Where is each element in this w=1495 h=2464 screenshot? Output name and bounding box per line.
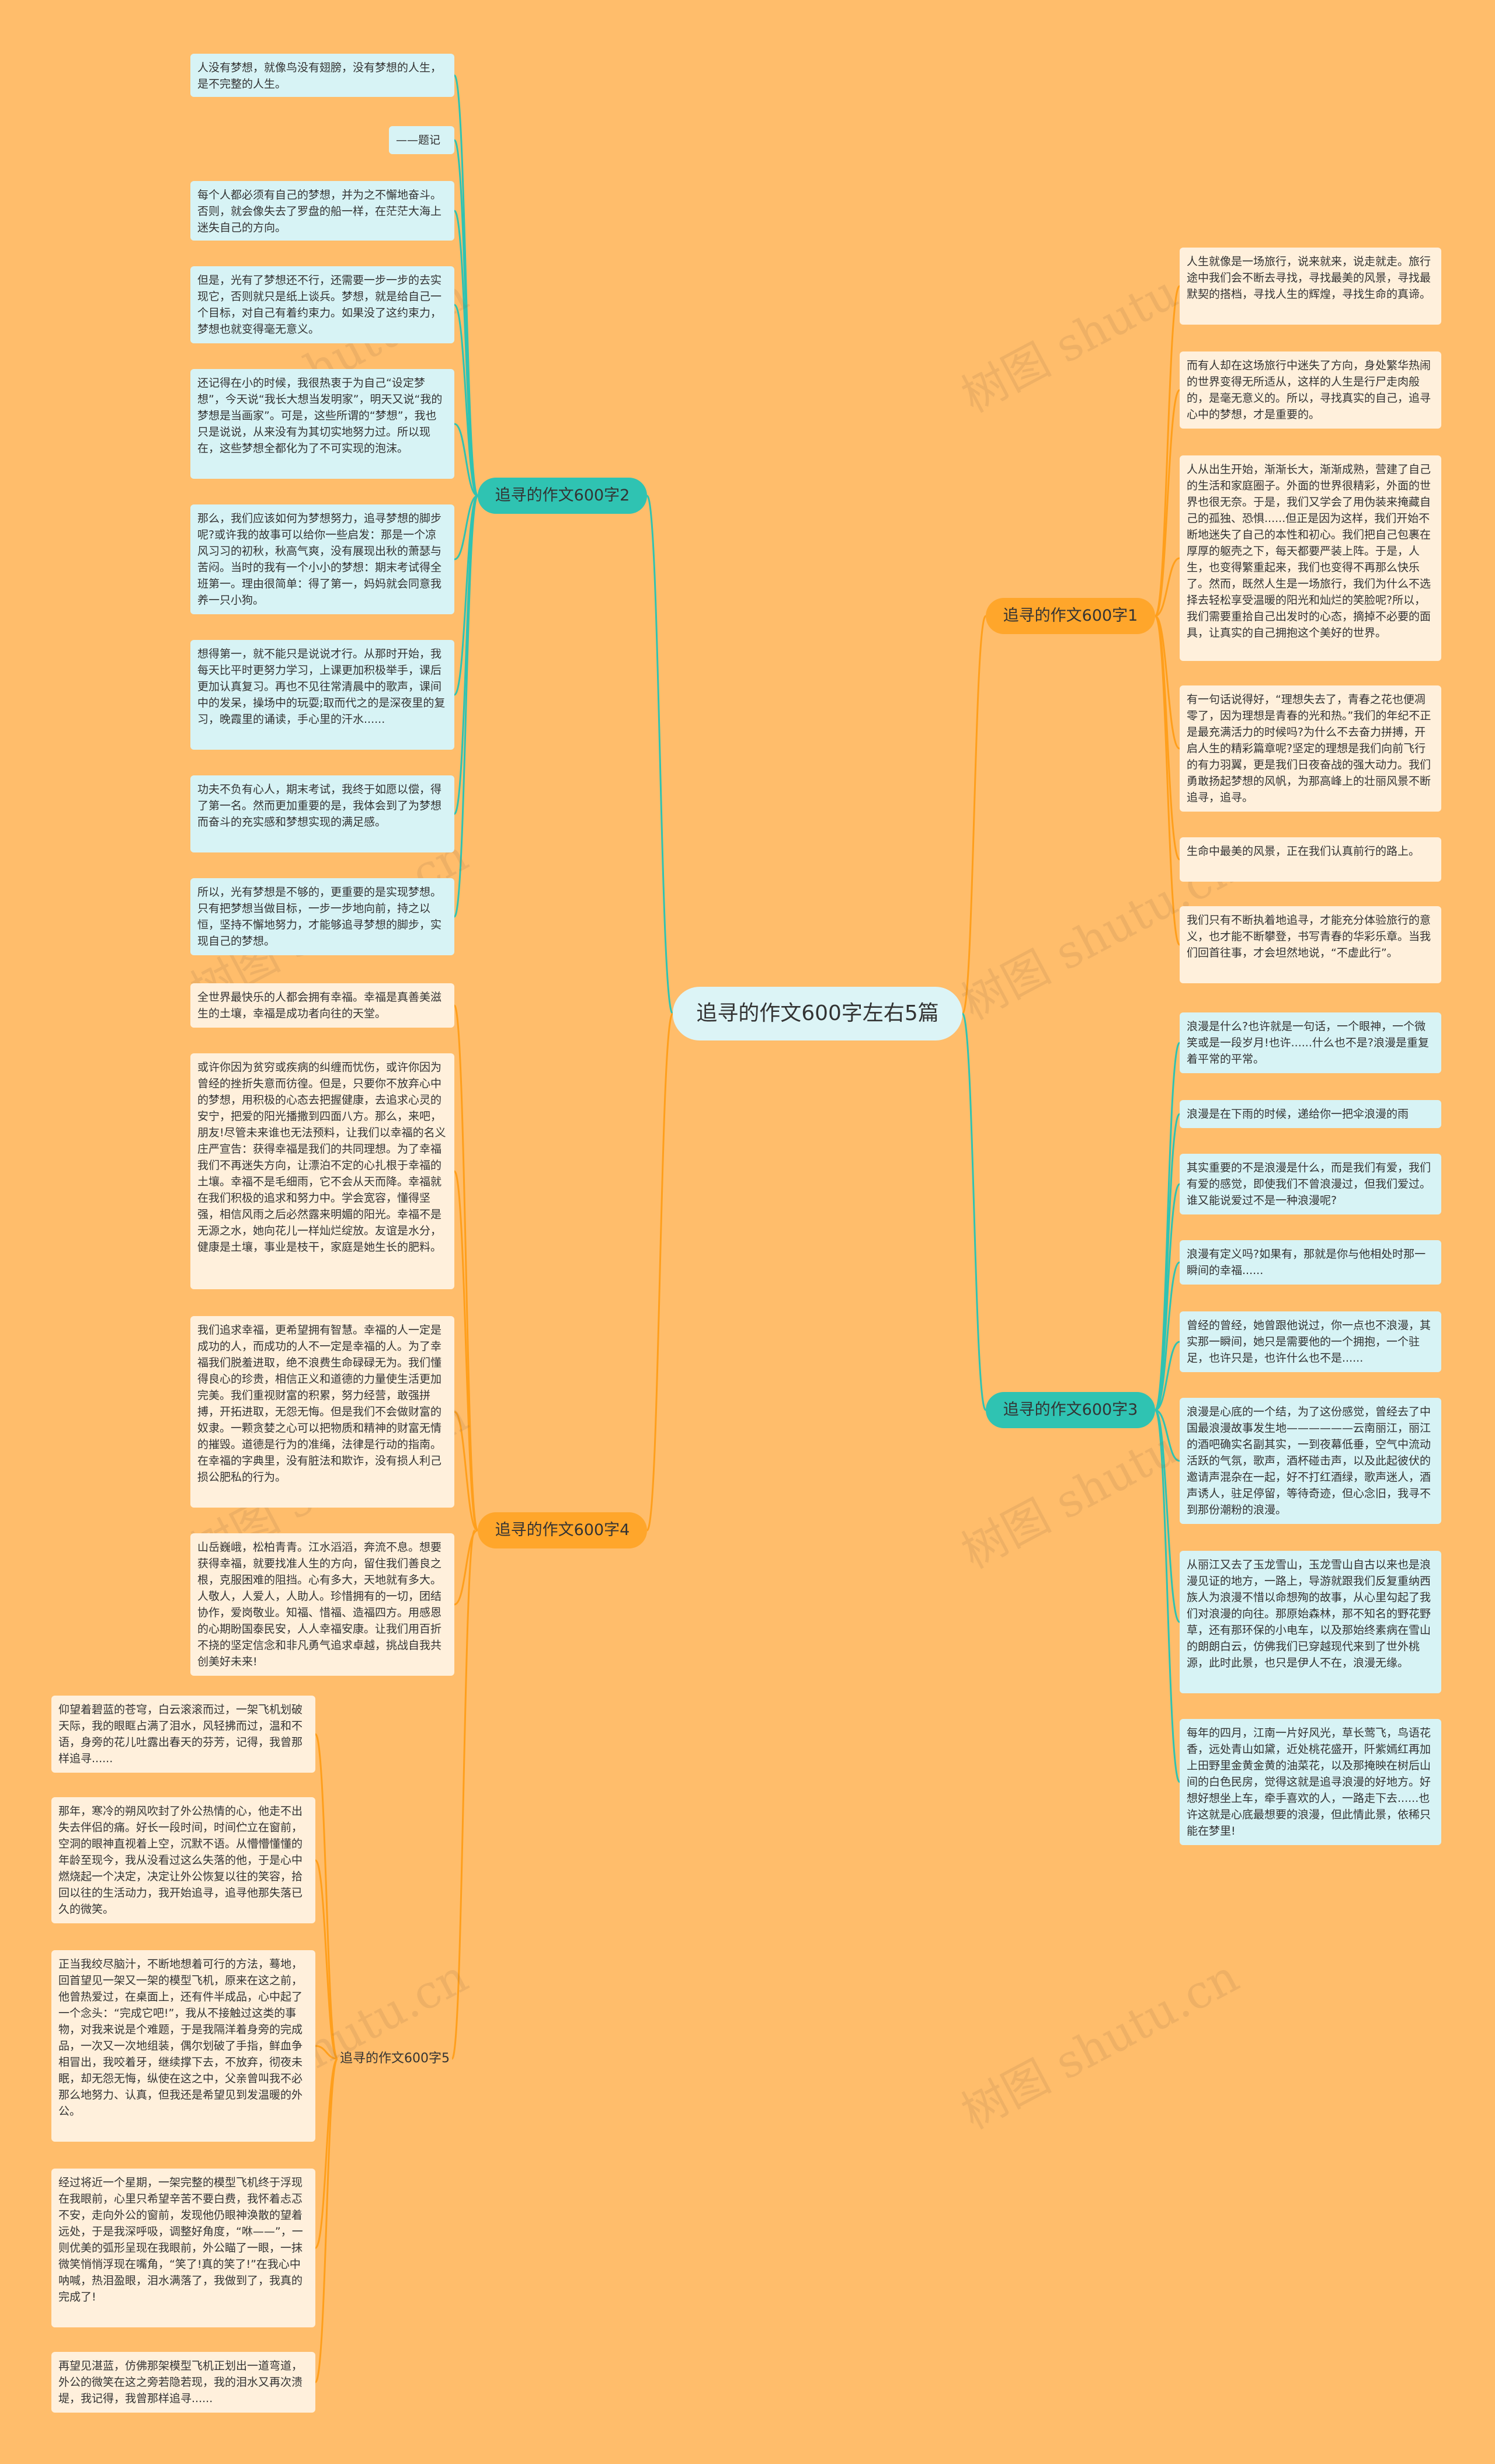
leaf-node[interactable]: ——题记 xyxy=(389,126,454,154)
connector-line xyxy=(454,1529,478,1606)
branch-essay-4[interactable]: 追寻的作文600字4 xyxy=(478,1512,647,1548)
leaf-node[interactable]: 或许你因为贫穷或疾病的纠缠而忧伤，或许你因为曾经的挫折失意而彷徨。但是，只要你不… xyxy=(190,1053,454,1289)
connector-line xyxy=(1155,1341,1180,1411)
leaf-node[interactable]: 那么，我们应该如何为梦想努力，追寻梦想的脚步呢?或许我的故事可以给你一些启发：那… xyxy=(190,504,454,614)
connector-line xyxy=(1154,1113,1181,1411)
connector-line xyxy=(453,1170,479,1532)
connector-line xyxy=(453,304,479,497)
leaf-node[interactable]: 人从出生开始，渐渐长大，渐渐成熟，营建了自己的生活和家庭圈子。外面的世界很精彩，… xyxy=(1180,455,1441,661)
leaf-node[interactable]: 山岳巍峨，松柏青青。江水滔滔，奔流不息。想要获得幸福，就要找准人生的方向，留住我… xyxy=(190,1533,454,1676)
connector-line xyxy=(961,615,987,1015)
connector-line xyxy=(1155,1409,1180,1462)
connector-line xyxy=(1154,285,1181,617)
leaf-node[interactable]: 我们追求幸福，更希望拥有智慧。幸福的人一定是成功的人，而成功的人不一定是幸福的人… xyxy=(190,1316,454,1508)
connector-line xyxy=(1154,1183,1181,1411)
connector-line xyxy=(1154,1409,1181,1783)
connector-line xyxy=(453,1004,479,1532)
leaf-node[interactable]: 经过将近一个星期，一架完整的模型飞机终于浮现在我眼前，心里只希望辛苦不要白费，我… xyxy=(51,2169,315,2327)
leaf-node[interactable]: 曾经的曾经，她曾跟他说过，你一点也不浪漫，其实那一瞬间，她只是需要他的一个拥抱，… xyxy=(1180,1311,1441,1372)
leaf-node[interactable]: 功夫不负有心人，期末考试，我终于如愿以偿，得了第一名。然而更加重要的是，我体会到… xyxy=(190,775,454,852)
leaf-node[interactable]: 而有人却在这场旅行中迷失了方向，身处繁华热闹的世界变得无所适从，这样的人生是行尸… xyxy=(1180,351,1441,429)
root-topic[interactable]: 追寻的作文600字左右5篇 xyxy=(673,987,962,1040)
leaf-node[interactable]: 全世界最快乐的人都会拥有幸福。幸福是真善美滋生的土壤，幸福是成功者向往的天堂。 xyxy=(190,983,454,1028)
leaf-node[interactable]: 再望见湛蓝，仿佛那架模型飞机正划出一道弯道，外公的微笑在这之旁若隐若现，我的泪水… xyxy=(51,2352,315,2413)
connector-line xyxy=(1154,615,1181,861)
connector-line xyxy=(1155,1261,1180,1411)
leaf-node[interactable]: 每年的四月，江南一片好风光，草长莺飞，鸟语花香，远处青山如黛，近处桃花盛开，阡紫… xyxy=(1180,1719,1441,1845)
leaf-node[interactable]: 所以，光有梦想是不够的，更重要的是实现梦想。只有把梦想当做目标，一步一步地向前，… xyxy=(190,878,454,955)
connector-line xyxy=(453,495,479,918)
leaf-node[interactable]: 我们只有不断执着地追寻，才能充分体验旅行的意义，也才能不断攀登，书写青春的华彩乐… xyxy=(1180,906,1441,983)
leaf-node[interactable]: 但是，光有了梦想还不行，还需要一步一步的去实现它，否则就只是纸上谈兵。梦想，就是… xyxy=(190,266,454,343)
leaf-node[interactable]: 浪漫是心底的一个结，为了这份感觉，曾经去了中国最浪漫故事发生地——————云南丽… xyxy=(1180,1398,1441,1524)
leaf-node[interactable]: 想得第一，就不能只是说说才行。从那时开始，我每天比平时更努力学习，上课更加积极举… xyxy=(190,640,454,750)
connector-line xyxy=(646,1012,674,1532)
connector-line xyxy=(1154,1042,1181,1411)
connector-line xyxy=(454,495,478,561)
leaf-node[interactable]: 还记得在小的时候，我很热衷于为自己“设定梦想”，今天说“我长大想当发明家”，明天… xyxy=(190,369,454,479)
leaf-node[interactable]: 那年，寒冷的朔风吹封了外公热情的心，他走不出失去伴侣的痛。好长一段时间，时间伫立… xyxy=(51,1797,315,1923)
connector-line xyxy=(315,2045,338,2060)
connector-line xyxy=(314,1733,339,2060)
connector-line xyxy=(1154,1409,1181,1623)
leaf-node[interactable]: 有一句话说得好，“理想失去了，青春之花也便凋零了，因为理想是青春的光和热。”我们… xyxy=(1180,685,1441,812)
connector-line xyxy=(1155,557,1180,617)
connector-line xyxy=(1154,615,1181,946)
leaf-node[interactable]: 仰望着碧蓝的苍穹，白云滚滚而过，一架飞机划破天际，我的眼眶占满了泪水，风轻拂而过… xyxy=(51,1696,315,1773)
leaf-node[interactable]: 浪漫是什么?也许就是一句话，一个眼神，一个微笑或是一段岁月!也许......什么… xyxy=(1180,1012,1441,1073)
connector-line xyxy=(454,423,478,497)
branch-essay-1[interactable]: 追寻的作文600字1 xyxy=(986,598,1155,634)
connector-line xyxy=(453,210,479,497)
branch-essay-2[interactable]: 追寻的作文600字2 xyxy=(478,478,647,514)
connector-line xyxy=(1154,389,1181,617)
leaf-node[interactable]: 浪漫有定义吗?如果有，那就是你与他相处时那一瞬间的幸福...... xyxy=(1180,1240,1441,1285)
connector-line xyxy=(1155,615,1180,750)
leaf-node[interactable]: 从丽江又去了玉龙雪山，玉龙雪山自古以来也是浪漫见证的地方，一路上，导游就跟我们反… xyxy=(1180,1551,1441,1693)
connector-line xyxy=(314,2058,339,2383)
leaf-node[interactable]: 人没有梦想，就像鸟没有翅膀，没有梦想的人生，是不完整的人生。 xyxy=(190,54,454,97)
leaf-node[interactable]: 浪漫是在下雨的时候，递给你一把伞浪漫的雨 xyxy=(1180,1100,1441,1128)
branch-essay-3[interactable]: 追寻的作文600字3 xyxy=(986,1392,1155,1428)
connector-line xyxy=(646,495,674,1015)
leaf-node[interactable]: 人生就像是一场旅行，说来就来，说走就走。旅行途中我们会不断去寻找，寻找最美的风景… xyxy=(1180,248,1441,325)
connector-line xyxy=(453,139,479,497)
connector-line xyxy=(314,1859,339,2060)
leaf-node[interactable]: 正当我绞尽脑汁，不断地想着可行的方法，蓦地，回首望见一架又一架的模型飞机，原来在… xyxy=(51,1950,315,2142)
connector-line xyxy=(961,1012,987,1411)
connector-line xyxy=(451,1529,476,2060)
branch-essay-5[interactable]: 追寻的作文600字5 xyxy=(340,2051,450,2066)
connector-line xyxy=(453,495,479,815)
leaf-node[interactable]: 其实重要的不是浪漫是什么，而是我们有爱，我们有爱的感觉，即使我们不曾浪漫过，但我… xyxy=(1180,1154,1441,1214)
leaf-node[interactable]: 生命中最美的风景，正在我们认真前行的路上。 xyxy=(1180,837,1441,882)
leaf-node[interactable]: 每个人都必须有自己的梦想，并为之不懈地奋斗。否则，就会像失去了罗盘的船一样，在茫… xyxy=(190,181,454,241)
connector-line xyxy=(454,1411,478,1532)
connector-line xyxy=(453,74,479,497)
